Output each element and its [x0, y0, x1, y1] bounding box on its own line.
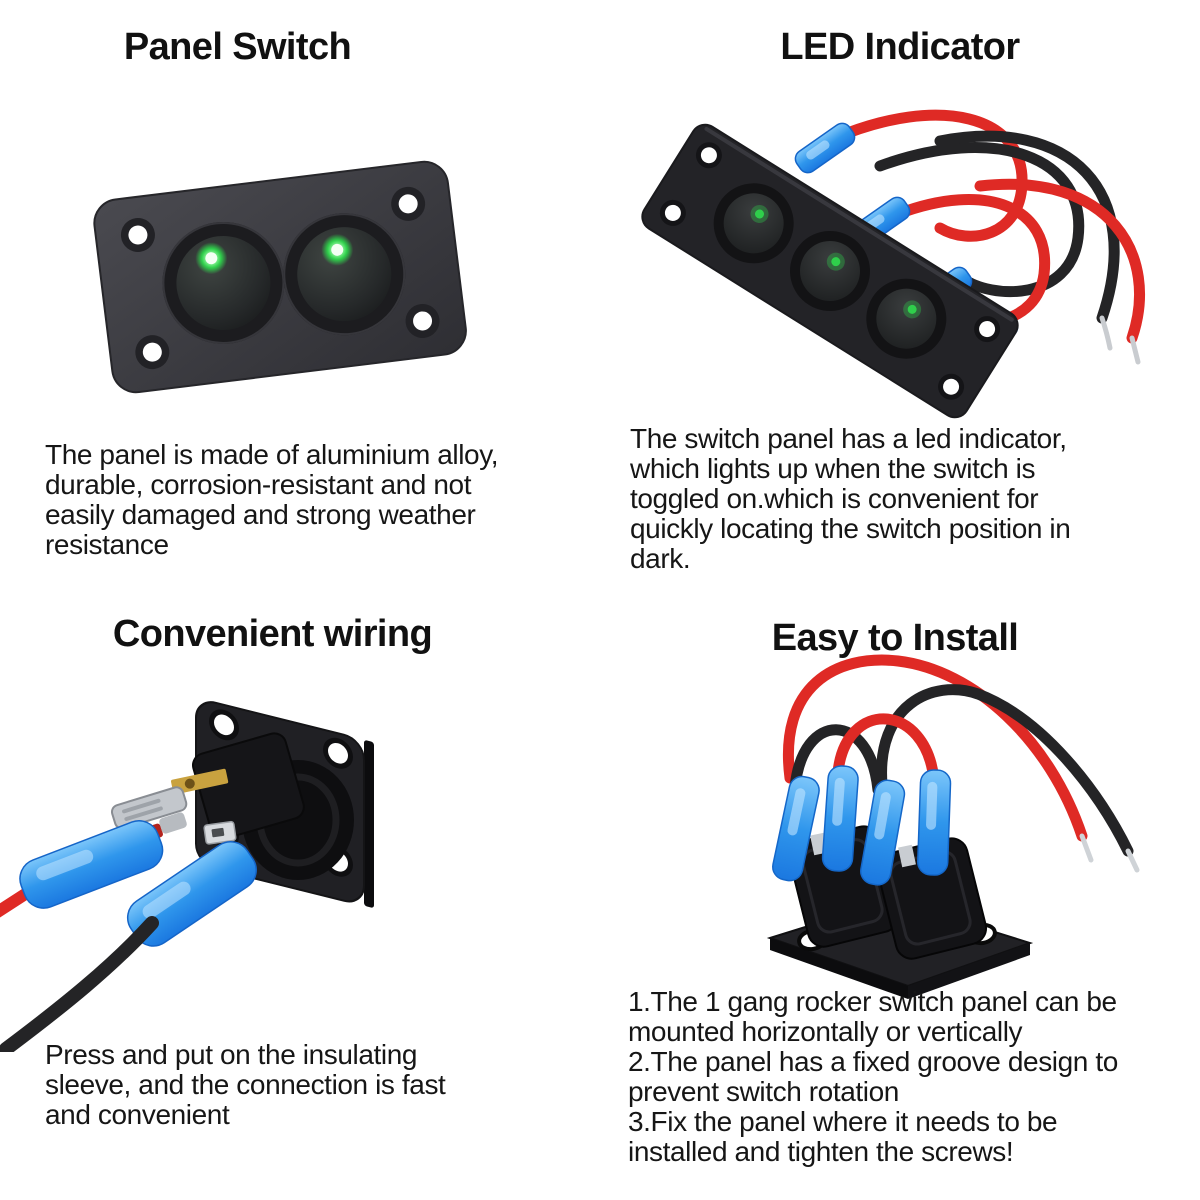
brass-spade-terminal — [171, 768, 229, 795]
screw-hole-icon — [974, 316, 1001, 343]
installed-panel-photo — [630, 648, 1155, 1006]
section-led-indicator: LED Indicator — [600, 0, 1200, 600]
description-line: 1.The 1 gang rocker switch panel can be — [628, 986, 1117, 1017]
description-line: 2.The panel has a fixed groove design to — [628, 1046, 1118, 1077]
silver-tab-terminal — [898, 844, 916, 868]
description-line: sleeve, and the connection is fast — [45, 1069, 446, 1100]
red-wire — [832, 713, 940, 786]
blue-insulating-sleeve — [19, 820, 164, 909]
bare-wire-tip — [1099, 315, 1113, 351]
screw-hole-icon — [120, 218, 155, 253]
terminal-wiring-illustration — [0, 701, 374, 1052]
wired-switch-panel-photo — [640, 86, 1188, 426]
section-title-panel-switch: Panel Switch — [123, 26, 352, 68]
section-description: Press and put on the insulating sleeve, … — [45, 1039, 446, 1130]
wiring-harness — [783, 654, 1140, 873]
rocker-switch-panel-photo — [80, 133, 480, 420]
blue-insulating-sleeve — [126, 840, 257, 947]
screw-hole-icon — [938, 373, 965, 400]
blue-connectors — [772, 765, 952, 886]
rocker-switch-icon — [713, 183, 794, 264]
description-line: quickly locating the switch position in — [630, 513, 1071, 544]
description-line: installed and tighten the screws! — [628, 1136, 1014, 1167]
silver-tab-terminal — [203, 820, 237, 845]
screw-hole-icon — [135, 335, 170, 370]
rocker-switch-panel-illustration — [93, 160, 467, 394]
section-title-easy-to-install: Easy to Install — [771, 617, 1019, 659]
screw-hole-icon — [323, 737, 353, 769]
screw-hole-icon — [391, 186, 426, 221]
description-line: Press and put on the insulating — [45, 1039, 418, 1070]
screw-hole-icon — [405, 303, 440, 338]
section-title-led-indicator: LED Indicator — [780, 26, 1020, 68]
description-line: and convenient — [45, 1099, 230, 1130]
description-line: resistance — [45, 529, 169, 560]
rocker-switch-icon — [790, 231, 870, 311]
green-led-icon — [831, 257, 841, 267]
description-line: prevent switch rotation — [628, 1076, 899, 1107]
bare-wire-tip — [1079, 833, 1094, 863]
three-gang-panel — [641, 123, 1019, 419]
description-line: mounted horizontally or vertically — [628, 1016, 1023, 1047]
rocker-switch-icon — [283, 213, 406, 336]
terminal-wiring-photo — [0, 655, 500, 1052]
description-line: easily damaged and strong weather — [45, 499, 476, 530]
black-wire — [874, 142, 1085, 298]
description-line: 3.Fix the panel where it needs to be — [628, 1106, 1058, 1137]
section-description: The panel is made of aluminium alloy, du… — [45, 439, 499, 560]
red-wire — [974, 178, 1145, 344]
switch-housing — [192, 732, 354, 880]
silver-female-connector — [110, 786, 188, 830]
description-line: dark. — [630, 543, 691, 574]
bare-wire-tip — [1125, 848, 1140, 873]
description-line: which lights up when the switch is — [630, 453, 1036, 484]
screw-hole-icon — [659, 199, 686, 226]
screw-hole-icon — [695, 142, 722, 169]
section-description: The switch panel has a led indicator, wh… — [630, 423, 1071, 574]
screw-hole-icon — [209, 709, 239, 741]
wired-switch-panel-illustration — [641, 109, 1145, 419]
rocker-switch-icon — [866, 278, 947, 359]
description-line: The switch panel has a led indicator, — [630, 423, 1067, 454]
section-convenient-wiring: Convenient wiring — [0, 600, 600, 1200]
red-wire — [829, 109, 1028, 242]
black-wire — [0, 916, 159, 1052]
section-title-convenient-wiring: Convenient wiring — [112, 613, 433, 655]
description-line: The panel is made of aluminium alloy, — [45, 439, 499, 470]
section-panel-switch: Panel Switch — [0, 0, 600, 600]
bare-wire-tip — [1129, 335, 1141, 365]
red-wire — [783, 654, 1088, 842]
description-line: durable, corrosion-resistant and not — [45, 469, 472, 500]
black-wire — [789, 724, 884, 796]
green-led-icon — [907, 304, 917, 314]
installed-panel-illustration — [766, 654, 1140, 999]
section-description: 1.The 1 gang rocker switch panel can be … — [628, 987, 1118, 1167]
crimp-barrel — [159, 812, 187, 834]
description-line: toggled on.which is convenient for — [630, 483, 1039, 514]
black-wire — [934, 130, 1120, 324]
section-easy-to-install: Easy to Install — [600, 600, 1200, 1200]
green-led-icon — [755, 209, 765, 219]
wiring-harness — [829, 109, 1145, 365]
rocker-switch-icon — [162, 221, 285, 344]
